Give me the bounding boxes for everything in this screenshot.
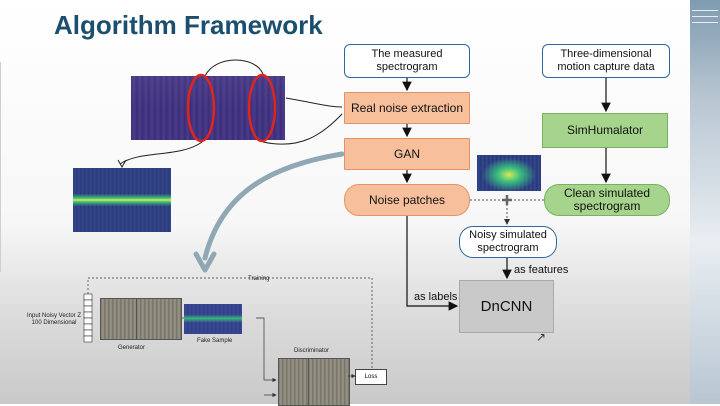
- clean-spectrogram-image: [477, 155, 541, 191]
- plus-symbol: [502, 195, 512, 205]
- real-noise-extraction-node: Real noise extraction: [344, 92, 470, 124]
- as-features-label: as features: [514, 264, 569, 276]
- noise-patches-node: Noise patches: [344, 184, 470, 216]
- edge-patches-to-dncnn: [406, 216, 459, 311]
- fake-sample-image: [184, 304, 242, 334]
- noise-spectrogram-image: [73, 168, 171, 232]
- slide-decor-strip: [690, 0, 720, 404]
- simhumalator-node: SimHumalator: [542, 113, 668, 148]
- motion-capture-node: Three-dimensional motion capture data: [542, 44, 670, 78]
- edge-ellipses-link: [204, 59, 264, 77]
- edge-spectrogram-to-extraction: [285, 97, 343, 108]
- training-label: Training: [248, 276, 270, 282]
- input-vector-label: Input Noisy Vector Z 100 Dimensional: [26, 313, 82, 326]
- generator-block-2: [136, 298, 182, 340]
- noisy-simulated-spectrogram-node: Noisy simulated spectrogram: [459, 226, 557, 258]
- curved-arrow-head: [193, 251, 217, 273]
- slide-title: Algorithm Framework: [54, 10, 323, 40]
- edge-ellipse-to-noise: [119, 141, 203, 165]
- generator-label: Generator: [118, 345, 146, 351]
- training-loop-line: [87, 277, 373, 369]
- highlight-ellipse-right: [247, 73, 277, 143]
- measured-spectrogram-node: The measured spectrogram: [344, 44, 470, 78]
- noise-tick: [117, 159, 127, 169]
- clean-simulated-spectrogram-node: Clean simulated spectrogram: [544, 184, 670, 216]
- slide-left-accent: [0, 62, 1, 272]
- gan-node: GAN: [344, 138, 470, 170]
- as-labels-label: as labels: [414, 291, 458, 303]
- fake-sample-label: Fake Sample: [197, 338, 233, 344]
- edge-ellipse-to-extraction: [262, 113, 343, 145]
- discriminator-label: Discriminator: [294, 348, 330, 354]
- measured-spectrogram-image: [131, 76, 285, 140]
- highlight-ellipse-left: [186, 73, 216, 143]
- input-vector-stack: [83, 293, 93, 343]
- curved-arrow-gan-to-diagram: [202, 151, 345, 261]
- edge-fake-to-discriminator: [256, 317, 277, 383]
- mouse-cursor-icon: ↗: [536, 330, 547, 344]
- dncnn-node: DnCNN: [459, 280, 554, 333]
- discriminator-block-2: [308, 358, 350, 406]
